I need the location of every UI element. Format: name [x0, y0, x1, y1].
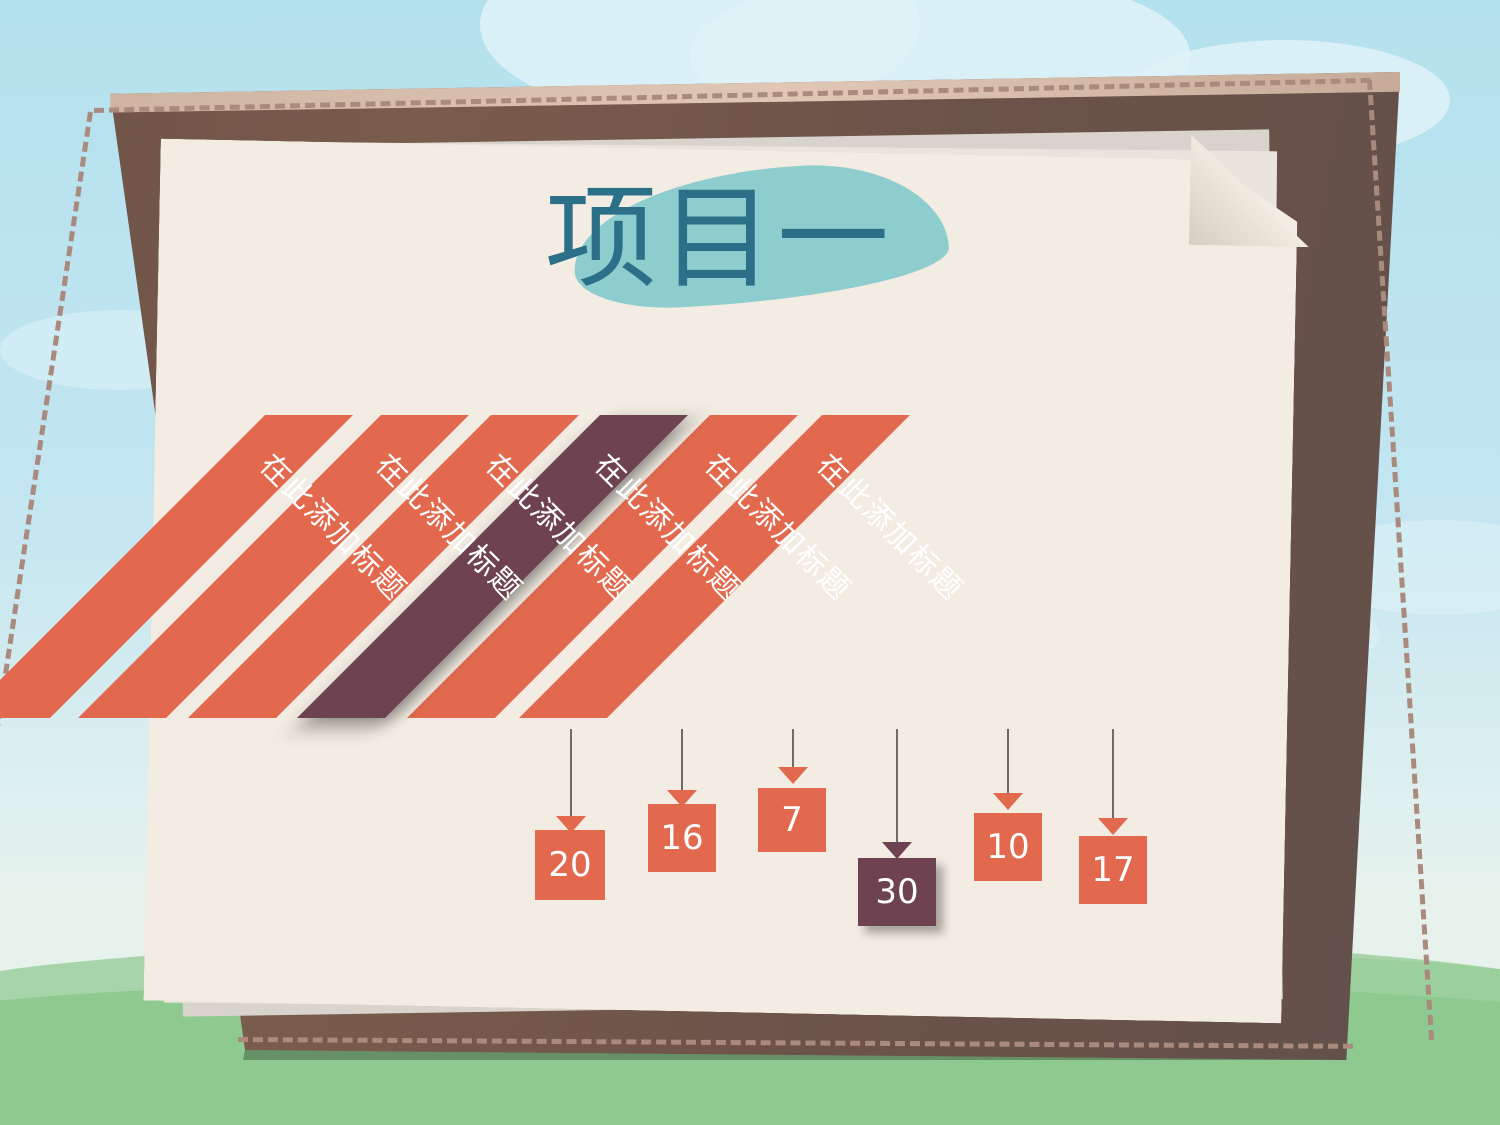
- value-box-4[interactable]: 30: [858, 858, 936, 926]
- connector-line-2: [681, 729, 683, 799]
- value-box-2[interactable]: 16: [648, 804, 716, 872]
- value-box-6[interactable]: 17: [1079, 836, 1147, 904]
- connector-arrow-2: [667, 790, 697, 807]
- connector-line-1: [570, 729, 572, 825]
- connector-arrow-3: [778, 767, 808, 784]
- connector-line-4: [896, 729, 898, 849]
- connector-arrow-6: [1098, 818, 1128, 835]
- value-box-1[interactable]: 20: [535, 830, 605, 900]
- connector-arrow-4: [882, 842, 912, 859]
- value-box-5[interactable]: 10: [974, 813, 1042, 881]
- connector-arrow-1: [556, 816, 586, 833]
- connector-line-6: [1112, 729, 1114, 825]
- connector-arrow-5: [993, 793, 1023, 810]
- page-title: 项目一: [545, 174, 893, 304]
- connector-line-5: [1007, 729, 1009, 801]
- value-box-3[interactable]: 7: [758, 788, 826, 852]
- folder-bottom-shadow: [242, 1050, 1347, 1060]
- connector-line-3: [792, 729, 794, 774]
